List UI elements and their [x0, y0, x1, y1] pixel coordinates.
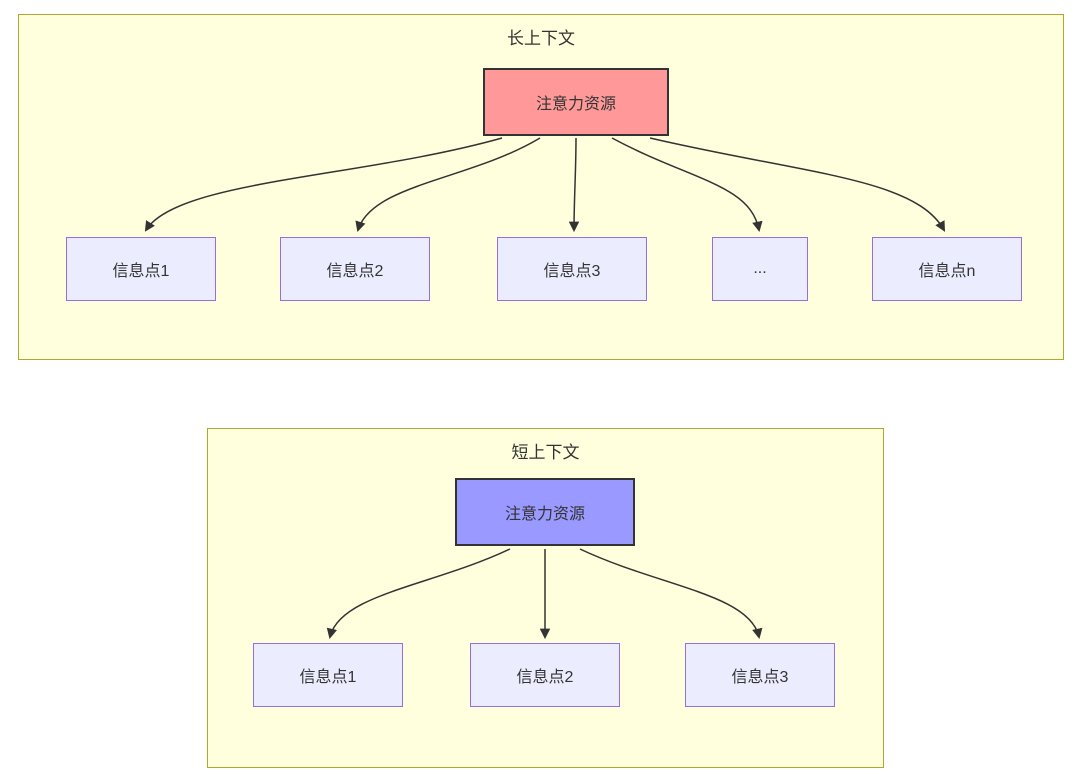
long-context-container: 长上下文	[18, 14, 1064, 360]
short-node-1: 信息点1	[253, 643, 403, 707]
long-node-3: 信息点3	[497, 237, 647, 301]
long-node-2: 信息点2	[280, 237, 430, 301]
short-attention-box: 注意力资源	[455, 478, 635, 546]
short-node-2: 信息点2	[470, 643, 620, 707]
long-attention-box: 注意力资源	[483, 68, 669, 136]
long-node-n: 信息点n	[872, 237, 1022, 301]
long-node-ellipsis: ...	[712, 237, 808, 301]
short-node-3: 信息点3	[685, 643, 835, 707]
short-context-title: 短上下文	[511, 443, 580, 462]
long-context-title: 长上下文	[507, 29, 575, 48]
long-node-1: 信息点1	[66, 237, 216, 301]
